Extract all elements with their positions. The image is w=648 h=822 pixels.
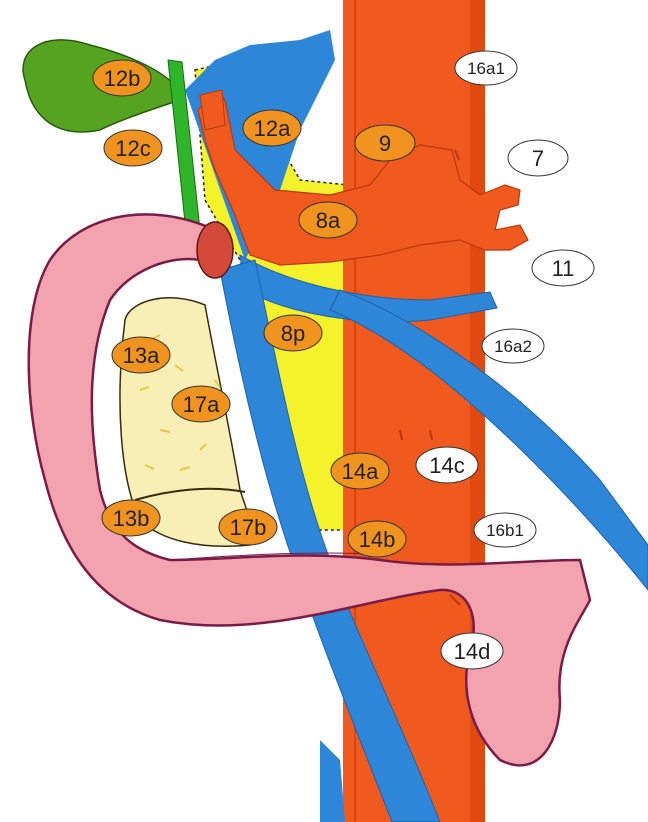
label-14d: 14d [441, 633, 503, 669]
label-17b: 17b [219, 509, 277, 545]
label-16a2: 16a2 [482, 329, 544, 363]
label-17a: 17a [172, 386, 230, 422]
svg-text:13b: 13b [113, 506, 150, 531]
label-14b: 14b [348, 521, 406, 557]
lower-vein-branch [320, 740, 345, 822]
label-13b: 13b [102, 500, 160, 536]
svg-text:8a: 8a [316, 208, 341, 233]
svg-text:7: 7 [532, 146, 544, 171]
svg-text:16a1: 16a1 [467, 59, 505, 78]
label-11: 11 [532, 250, 594, 286]
label-9: 9 [355, 125, 415, 161]
svg-text:14c: 14c [429, 453, 464, 478]
label-12c: 12c [104, 130, 162, 166]
svg-text:12c: 12c [115, 136, 150, 161]
label-8p: 8p [264, 315, 322, 351]
label-13a: 13a [112, 337, 170, 373]
svg-text:12a: 12a [254, 116, 291, 141]
label-12a: 12a [243, 110, 301, 146]
svg-text:8p: 8p [281, 321, 305, 346]
svg-text:12b: 12b [104, 66, 141, 91]
label-12b: 12b [93, 60, 151, 96]
svg-text:13a: 13a [123, 343, 160, 368]
pylorus [197, 222, 233, 278]
svg-text:11: 11 [552, 256, 575, 281]
label-16b1: 16b1 [474, 513, 536, 547]
label-8a: 8a [299, 202, 357, 238]
svg-text:14a: 14a [342, 459, 379, 484]
svg-text:14d: 14d [454, 639, 491, 664]
label-7: 7 [508, 140, 568, 176]
label-14a: 14a [331, 453, 389, 489]
hepatic-branch [200, 90, 225, 130]
svg-text:17b: 17b [230, 515, 267, 540]
svg-text:17a: 17a [183, 392, 220, 417]
svg-text:14b: 14b [359, 527, 396, 552]
svg-text:9: 9 [379, 131, 391, 156]
svg-text:16b1: 16b1 [486, 521, 524, 540]
label-16a1: 16a1 [455, 51, 517, 85]
svg-text:16a2: 16a2 [494, 337, 532, 356]
label-14c: 14c [416, 447, 478, 483]
